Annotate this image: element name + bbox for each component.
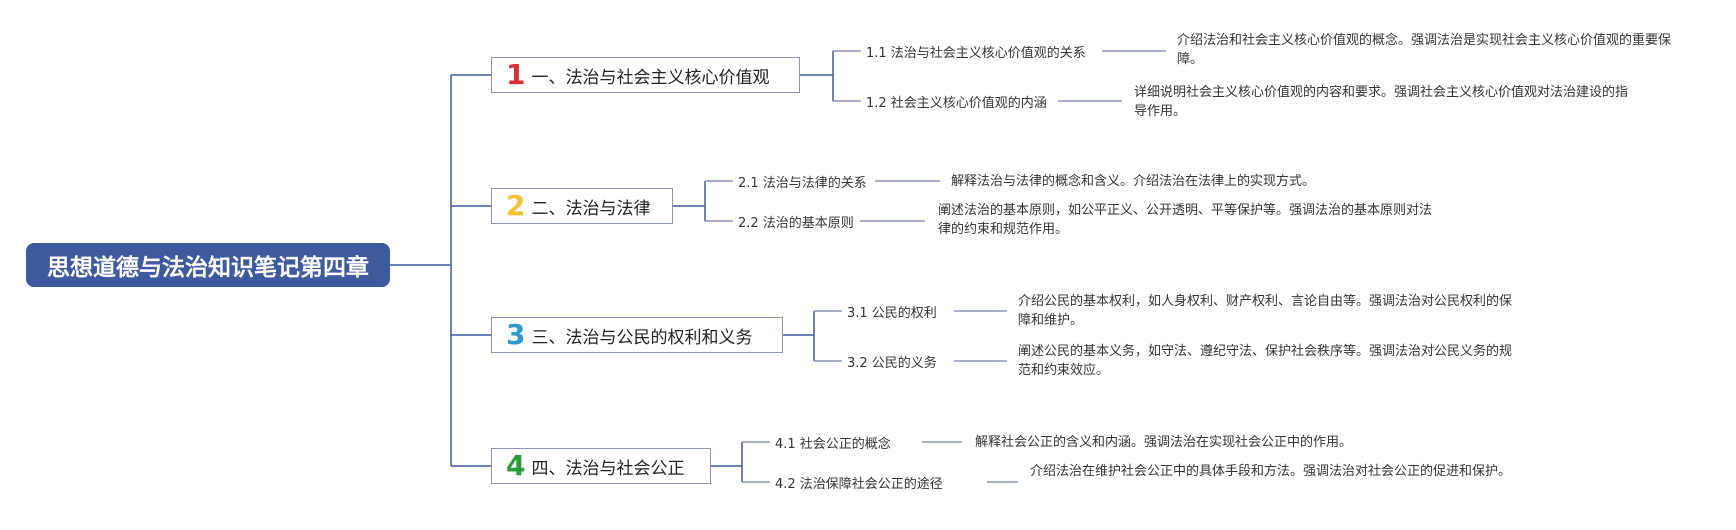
chapter-2-number: 2	[506, 189, 526, 222]
description-3-2: 阐述公民的基本义务，如守法、遵纪守法、保护社会秩序等。强调法治对公民义务的规范和…	[1018, 344, 1513, 378]
description-1-2: 详细说明社会主义核心价值观的内容和要求。强调社会主义核心价值观对法治建设的指导作…	[1134, 85, 1629, 119]
chapter-4-title: 四、法治与社会公正	[531, 458, 685, 479]
root-topic[interactable]: 思想道德与法治知识笔记第四章	[26, 243, 390, 287]
chapter-4-node[interactable]: 4 四、法治与社会公正	[491, 448, 711, 484]
description-4-2: 介绍法治在维护社会公正中的具体手段和方法。强调法治对社会公正的促进和保护。	[1030, 464, 1512, 479]
chapter-1-title: 一、法治与社会主义核心价值观	[531, 67, 770, 88]
chapter-1-node[interactable]: 1 一、法治与社会主义核心价值观	[491, 57, 800, 93]
chapter-3-title: 三、法治与公民的权利和义务	[531, 327, 753, 348]
chapter-2-node[interactable]: 2 二、法治与法律	[491, 188, 673, 224]
chapter-1-number: 1	[506, 58, 526, 91]
subtopic-2-2[interactable]: 2.2 法治的基本原则	[738, 216, 854, 231]
chapter-4-number: 4	[506, 449, 526, 482]
chapter-2-title: 二、法治与法律	[531, 198, 651, 219]
description-4-1: 解释社会公正的含义和内涵。强调法治在实现社会公正中的作用。	[975, 435, 1353, 450]
description-3-1: 介绍公民的基本权利，如人身权利、财产权利、言论自由等。强调法治对公民权利的保障和…	[1018, 294, 1513, 328]
subtopic-1-1[interactable]: 1.1 法治与社会主义核心价值观的关系	[866, 46, 1086, 61]
chapter-3-number: 3	[506, 318, 526, 351]
description-1-1: 介绍法治和社会主义核心价值观的概念。强调法治是实现社会主义核心价值观的重要保障。	[1177, 33, 1672, 67]
subtopic-4-2[interactable]: 4.2 法治保障社会公正的途径	[775, 477, 943, 492]
subtopic-3-2[interactable]: 3.2 公民的义务	[847, 356, 937, 371]
subtopic-4-1[interactable]: 4.1 社会公正的概念	[775, 437, 891, 452]
subtopic-3-1[interactable]: 3.1 公民的权利	[847, 306, 937, 321]
description-2-2: 阐述法治的基本原则，如公平正义、公开透明、平等保护等。强调法治的基本原则对法律的…	[938, 203, 1433, 237]
subtopic-2-1[interactable]: 2.1 法治与法律的关系	[738, 176, 867, 191]
description-2-1: 解释法治与法律的概念和含义。介绍法治在法律上的实现方式。	[951, 174, 1316, 189]
chapter-3-node[interactable]: 3 三、法治与公民的权利和义务	[491, 317, 783, 353]
subtopic-1-2[interactable]: 1.2 社会主义核心价值观的内涵	[866, 96, 1047, 111]
